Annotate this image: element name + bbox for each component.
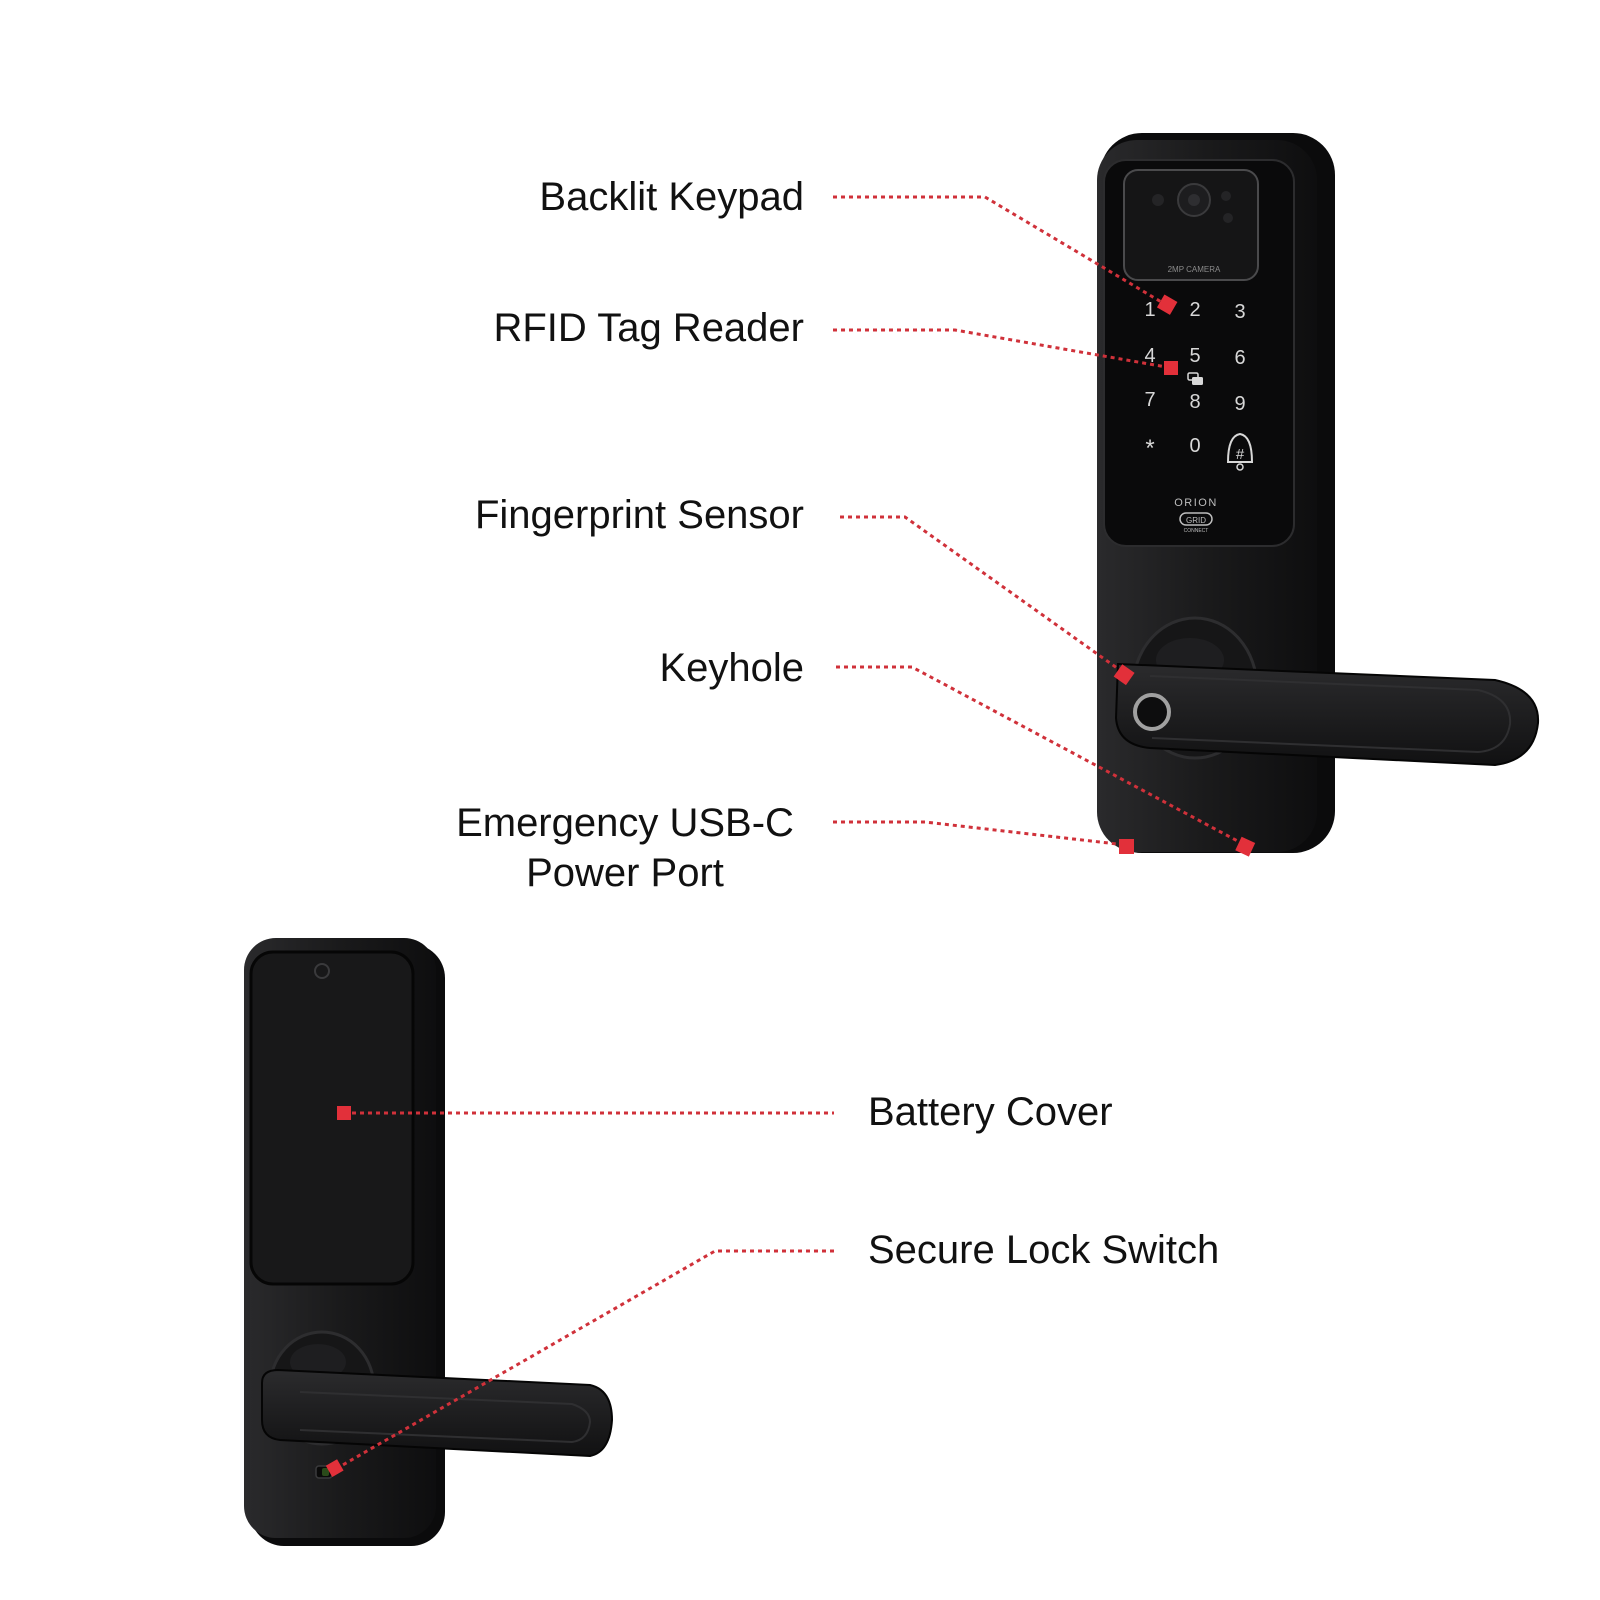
camera-ir-left-icon	[1152, 194, 1164, 206]
logo-text: GRID	[1186, 516, 1206, 525]
key-4[interactable]: 4	[1144, 345, 1155, 367]
marker-fingerprint	[1113, 664, 1135, 686]
key-3[interactable]: 3	[1234, 301, 1245, 323]
label-usb-port-line1: Emergency USB-C	[456, 801, 794, 845]
label-backlit-keypad: Backlit Keypad	[539, 175, 804, 219]
rfid-card-icon	[1187, 372, 1203, 385]
back-lock	[244, 938, 614, 1546]
leader-keyhole	[836, 665, 1246, 847]
label-rfid-reader: RFID Tag Reader	[493, 306, 804, 350]
key-star[interactable]: *	[1145, 435, 1154, 462]
label-keyhole: Keyhole	[659, 646, 804, 690]
label-secure-switch: Secure Lock Switch	[868, 1228, 1220, 1272]
front-handle	[1114, 662, 1540, 767]
key-2[interactable]: 2	[1189, 299, 1200, 321]
bell-icon	[1226, 432, 1254, 463]
marker-battery-cover	[337, 1106, 351, 1120]
key-5[interactable]: 5	[1189, 345, 1200, 367]
label-usb-port-line2: Power Port	[526, 851, 724, 895]
camera-label: 2MP CAMERA	[1168, 265, 1221, 274]
grid-logo-icon: GRID CONNECT	[1179, 512, 1213, 534]
logo-subtext: CONNECT	[1184, 528, 1209, 534]
key-7[interactable]: 7	[1144, 389, 1155, 411]
key-9[interactable]: 9	[1234, 393, 1245, 415]
front-lock: 2MP CAMERA 1 2 3 4 5 6 7 8 9 * 0 #	[1097, 133, 1540, 853]
leader-usb-port	[833, 820, 1127, 847]
key-0[interactable]: 0	[1189, 435, 1200, 457]
keypad: 1 2 3 4 5 6 7 8 9 * 0 #	[1144, 299, 1254, 471]
marker-secure-switch	[325, 1459, 344, 1478]
doorbell-key[interactable]: #	[1226, 432, 1254, 471]
battery-cover[interactable]	[249, 950, 415, 1286]
leader-backlit-keypad	[833, 195, 1169, 308]
leader-secure-switch	[333, 1249, 834, 1472]
marker-usb-port	[1119, 839, 1134, 854]
marker-rfid-reader	[1164, 361, 1178, 375]
camera-ir-right-icon	[1221, 191, 1231, 201]
leader-lines	[333, 195, 1246, 1472]
marker-backlit-keypad	[1156, 294, 1178, 315]
brand-name: ORION	[1174, 497, 1218, 509]
key-1[interactable]: 1	[1144, 299, 1155, 321]
label-fingerprint-sensor: Fingerprint Sensor	[474, 493, 804, 537]
leader-fingerprint	[840, 515, 1125, 675]
label-battery-cover: Battery Cover	[868, 1090, 1113, 1134]
key-8[interactable]: 8	[1189, 391, 1200, 413]
key-6[interactable]: 6	[1234, 347, 1245, 369]
markers	[325, 294, 1256, 1478]
fingerprint-sensor[interactable]	[1133, 693, 1171, 731]
leader-rfid-reader	[833, 328, 1173, 370]
back-handle	[261, 1368, 614, 1458]
key-hash: #	[1236, 446, 1245, 463]
label-usb-port: Emergency USB-C Power Port	[445, 798, 805, 898]
battery-cover-screw-icon	[314, 963, 330, 979]
marker-keyhole	[1235, 836, 1256, 857]
